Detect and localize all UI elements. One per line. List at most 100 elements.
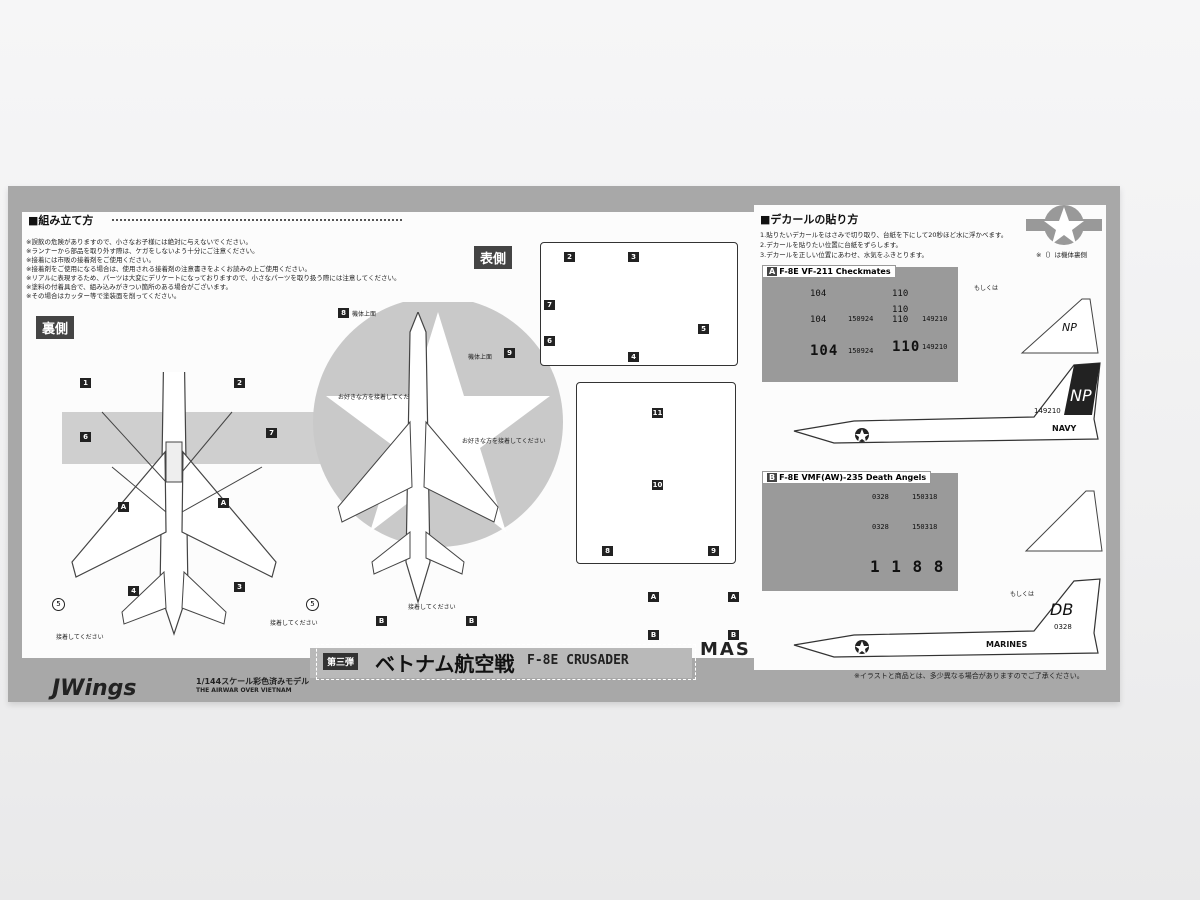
part-9-label: 9 [504,348,515,358]
note-4: ※接着剤をご使用になる場合は、使用される接着剤の注意書きをよくお読みの上ご使用く… [26,265,311,273]
tail-code-b: DB [1050,600,1073,619]
part-a-label-2: A [218,498,229,508]
tail-view-a: NP [1020,298,1099,354]
decal-a-2: 104 [810,315,827,325]
note-3: ※接着には市販の接着剤をご使用ください。 [26,256,155,264]
title-strip [310,648,692,678]
note-1: ※誤飲の危険がありますので、小さなお子様には絶対に与えないでください。 [26,238,252,246]
runner-part-6: 6 [544,336,555,346]
decal-a-7: 104 [810,343,839,359]
underside-diagram [62,372,402,636]
us-star-insignia [1026,205,1102,245]
mas-logo: MAS [700,639,751,660]
decal-b-1: 150318 [912,493,938,501]
part-8-label: 8 [338,308,349,318]
glue-text-2: 接着してください [270,620,318,627]
scheme-b-name: F-8E VMF(AW)-235 Death Angels [779,473,927,482]
glue-text-1: 接着してください [56,634,104,641]
decal-b-3: 150318 [912,523,938,531]
runner-part-10: 10 [652,480,663,490]
scheme-a-name: F-8E VF-211 Checkmates [779,267,891,276]
navy-marking: NAVY [1052,424,1077,433]
part-b-label-3: B [648,630,659,640]
part-b-label-1: B [376,616,387,626]
decal-b-4: 1 1 8 8 [870,557,945,576]
glue-text-3: 接着してください [408,604,456,611]
aircraft-side-a: NP 149210 NAVY [793,362,1101,444]
note-5: ※リアルに表現するため、パーツは大変にデリケートになっておりますので、小さなパー… [26,274,401,282]
part-a-label-1: A [118,502,129,512]
decal-panel: ■デカールの貼り方 1.貼りたいデカールをはさみで切り取り、台紙を下にして20秒… [754,205,1106,680]
part-5-label-2: 5 [306,598,319,611]
note-6: ※塗料の付着具合で、組み込みがきつい箇所のある場合がございます。 [26,283,233,291]
decal-a-8: 150924 [848,347,874,355]
part-a-label-3: A [648,592,659,602]
runner-part-5: 5 [698,324,709,334]
aircraft-side-b: DB 0328 MARINES [793,578,1101,658]
part-b-label-2: B [466,616,477,626]
kit-title: ベトナム航空戦 [375,652,515,676]
runner-part-4: 4 [628,352,639,362]
decal-note-3: 3.デカールを正しい位置にあわせ、水気をふきとります。 [760,251,929,259]
kit-model: F-8E CRUSADER [527,653,629,668]
decal-a-3: 110 [892,305,909,315]
part-1-label: 1 [80,378,91,388]
part-b-label-4: B [728,630,739,640]
assembly-title: ■組み立て方 [28,214,94,227]
runner-part-9: 9 [708,546,719,556]
decal-a-1: 110 [892,289,909,299]
note-2: ※ランナーから部品を取り外す際は、ケガをしないよう十分にご注意ください。 [26,247,259,255]
part-7-label: 7 [266,428,277,438]
runner-part-2: 2 [564,252,575,262]
part-a-label-4: A [728,592,739,602]
or-text-2: もしくは [1010,591,1035,598]
part-3-label: 3 [234,582,245,592]
tail-serial-b: 0328 [1054,623,1072,631]
topside-label: 表側 [474,246,513,269]
part-2-label: 2 [234,378,245,388]
tail-code-a: NP [1070,386,1092,405]
topside-diagram [337,312,499,605]
fuselage-top-label-2: 機体上面 [468,354,493,361]
runner-part-3: 3 [628,252,639,262]
decal-a-9: 110 [892,339,921,355]
kit-subtitle-en: THE AIRWAR OVER VIETNAM [196,687,292,694]
back-side-note: ※（）は機体裏側 [1036,251,1087,259]
runner-part-7: 7 [544,300,555,310]
scheme-b-letter: B [767,473,778,482]
decal-b-0: 0328 [872,493,889,501]
decal-b-2: 0328 [872,523,889,531]
disclaimer: ※イラストと商品とは、多少異なる場合がありますのでご了承ください。 [854,672,1084,680]
fuselage-top-label-1: 機体上面 [352,311,377,318]
decal-a-4: 150924 [848,315,874,323]
title-box: 第三弾 ベトナム航空戦 F-8E CRUSADER [316,644,696,680]
tail-view-b [1024,490,1103,552]
divider [112,219,402,221]
decal-a-10: 149210 [922,343,948,351]
decal-note-2: 2.デカールを貼りたい位置に台紙をずらします。 [760,241,903,249]
choose-text-2: お好きな方を接着してください [462,438,546,445]
runner-part-11: 11 [652,408,663,418]
series-label: 第三弾 [323,653,359,670]
marines-marking: MARINES [986,640,1027,649]
runner-part-8: 8 [602,546,613,556]
tail-code-small-a: NP [1062,321,1077,334]
runner-frame-top [540,242,738,366]
scheme-a-letter: A [767,267,778,276]
kit-subtitle: 1/144スケール彩色済みモデル [196,677,310,686]
note-7: ※その場合はカッター等で塗装面を削ってください。 [26,292,181,300]
decal-a-6: 149210 [922,315,948,323]
decal-a-5: 110 [892,315,909,325]
part-5-label-1: 5 [52,598,65,611]
part-4-label: 4 [128,586,139,596]
decal-title: ■デカールの貼り方 [760,213,859,226]
jwings-logo: JWings [52,676,137,701]
tail-serial-a: 149210 [1034,407,1061,415]
or-text-1: もしくは [974,285,999,292]
decal-a-0: 104 [810,289,827,299]
decal-note-1: 1.貼りたいデカールをはさみで切り取り、台紙を下にして20秒ほど水に浮かべます。 [760,231,1008,239]
